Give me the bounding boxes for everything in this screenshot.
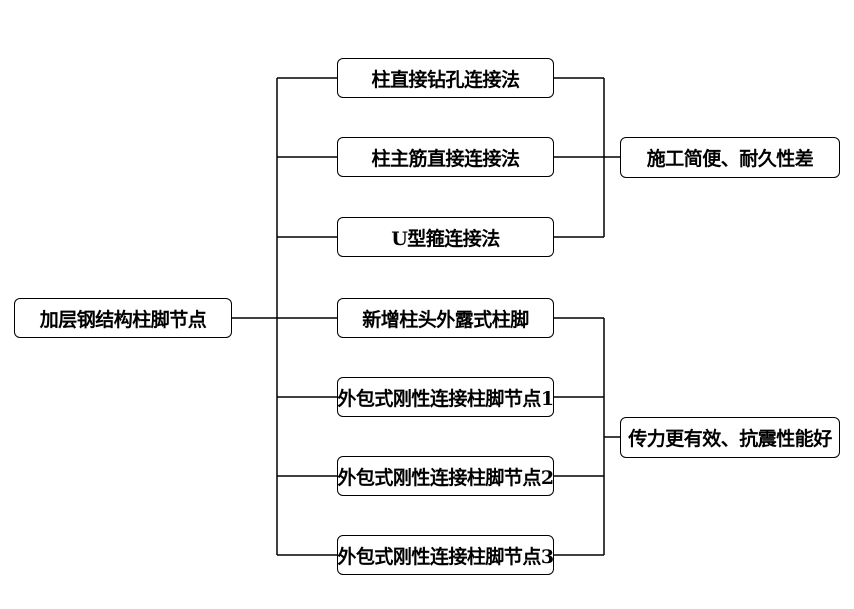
root-node: 加层钢结构柱脚节点 xyxy=(14,298,232,338)
method-node-1: 柱直接钻孔连接法 xyxy=(337,58,554,98)
method-node-7: 外包式刚性连接柱脚节点3 xyxy=(337,535,554,575)
method-node-3: U型箍连接法 xyxy=(337,217,554,257)
method-node-2: 柱主筋直接连接法 xyxy=(337,137,554,177)
method-node-5: 外包式刚性连接柱脚节点1 xyxy=(337,377,554,417)
evaluation-node-1: 施工简便、耐久性差 xyxy=(620,137,840,178)
method-node-6: 外包式刚性连接柱脚节点2 xyxy=(337,456,554,496)
evaluation-node-2: 传力更有效、抗震性能好 xyxy=(620,417,840,458)
method-node-4: 新增柱头外露式柱脚 xyxy=(337,298,554,338)
